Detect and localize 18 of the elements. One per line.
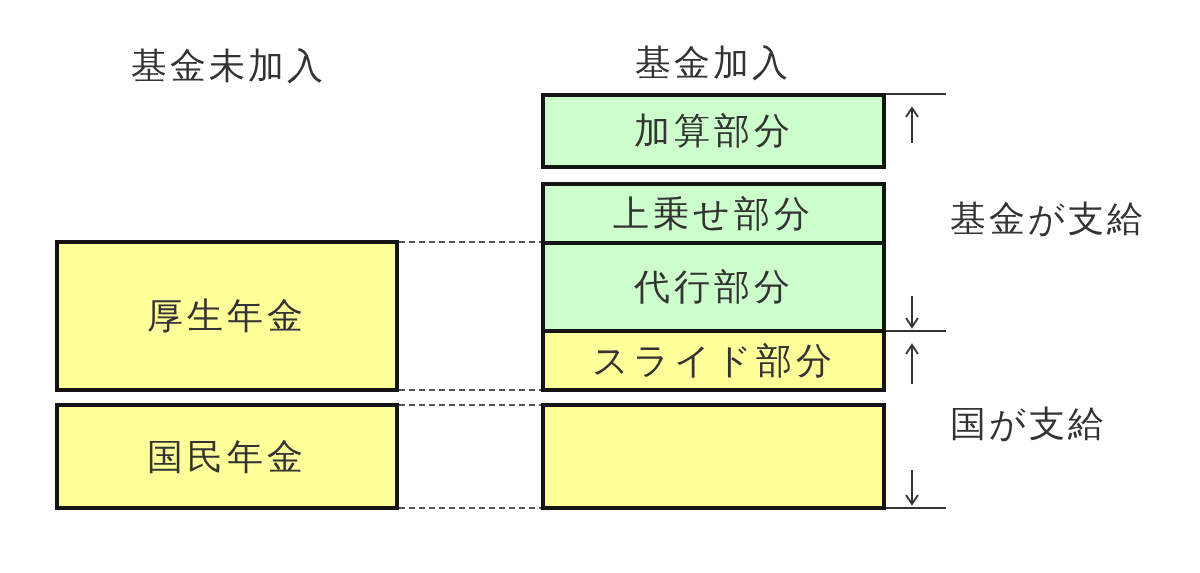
payer-label: 国が支給 — [950, 402, 1107, 444]
dashed-connector — [398, 404, 542, 406]
tier-block — [541, 403, 886, 510]
tier-label: 加算部分 — [633, 110, 794, 152]
dashed-connector — [398, 389, 542, 391]
tier-label: 厚生年金 — [147, 295, 307, 337]
tier-block — [55, 403, 399, 510]
column-heading: 基金加入 — [635, 41, 791, 83]
payer-label: 基金が支給 — [950, 197, 1146, 239]
tier-block — [55, 240, 399, 392]
tier-label: 国民年金 — [147, 435, 307, 478]
column-heading: 基金未加入 — [130, 44, 326, 86]
dashed-connector — [398, 241, 542, 243]
tier-block — [541, 93, 886, 169]
tier-label: 代行部分 — [633, 266, 794, 308]
tier-label: スライド部分 — [591, 339, 836, 382]
tier-label: 上乗せ部分 — [613, 192, 814, 235]
dashed-connector — [398, 507, 542, 509]
